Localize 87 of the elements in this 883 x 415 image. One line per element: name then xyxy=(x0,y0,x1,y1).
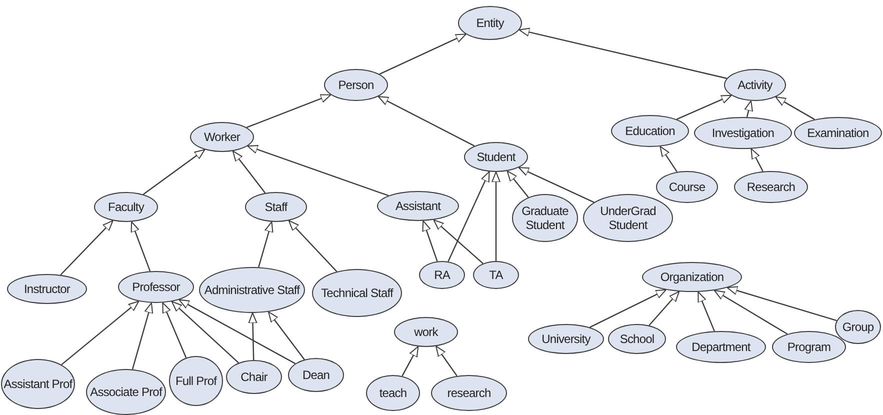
class-ellipse xyxy=(724,69,786,101)
class-ellipse xyxy=(366,375,420,411)
arrow xyxy=(433,219,484,264)
class-name: Full Prof xyxy=(175,374,217,388)
arrow xyxy=(422,220,438,262)
arrow xyxy=(492,172,500,261)
arrow xyxy=(436,346,458,376)
class-name: Student xyxy=(476,150,516,164)
class-ellipse xyxy=(656,171,718,203)
class-name: Dean xyxy=(302,368,330,382)
class-name: Entity xyxy=(476,16,504,30)
arrow xyxy=(648,291,680,326)
class-name: Assistant xyxy=(395,199,441,213)
class-name: UnderGrad Student xyxy=(599,204,657,232)
arrow xyxy=(268,311,305,360)
arrow xyxy=(248,312,258,360)
class-ellipse xyxy=(169,356,223,406)
arrow xyxy=(232,150,266,194)
arrow xyxy=(744,100,753,118)
class-name: Assistant Prof xyxy=(4,377,72,391)
class-name: Person xyxy=(338,78,374,92)
class-name: Department xyxy=(692,340,750,354)
arrow xyxy=(775,96,815,120)
class-name: Program xyxy=(787,340,831,354)
arrow xyxy=(506,170,529,198)
class-ellipse xyxy=(419,261,465,289)
arrow xyxy=(379,34,466,75)
class-ellipse xyxy=(190,122,254,152)
class-name: RA xyxy=(434,268,450,282)
arrow xyxy=(726,286,837,322)
arrow xyxy=(698,291,715,332)
class-ellipse xyxy=(86,369,166,415)
class-name: Education xyxy=(625,124,675,138)
class-name: University xyxy=(542,332,590,346)
arrow xyxy=(518,166,594,203)
arrow xyxy=(448,171,490,262)
class-name: Faculty xyxy=(108,200,144,214)
class-name: Examination xyxy=(807,126,869,140)
class-name: work xyxy=(414,325,438,339)
arrow xyxy=(246,94,332,128)
arrow xyxy=(590,289,666,328)
arrow xyxy=(378,96,475,146)
arrow xyxy=(132,302,154,370)
class-name: Activity xyxy=(738,78,772,92)
class-name: Instructor xyxy=(24,282,70,296)
class-name: research xyxy=(447,386,491,400)
class-name: Graduate Student xyxy=(520,204,570,232)
class-name: Research xyxy=(746,180,796,194)
class-name: Organization xyxy=(660,270,724,284)
arrow xyxy=(142,149,206,195)
arrow xyxy=(750,148,764,172)
arrow xyxy=(288,220,338,272)
class-name: Course xyxy=(668,180,706,194)
class-ellipse xyxy=(608,324,666,354)
class-ellipse xyxy=(288,358,344,392)
class-name: Associate Prof xyxy=(90,385,162,399)
arrow xyxy=(171,301,239,364)
arrow xyxy=(258,221,274,268)
class-ellipse xyxy=(226,360,282,394)
class-name: Professor xyxy=(132,280,180,294)
arrow xyxy=(518,28,727,79)
class-ellipse xyxy=(464,142,528,172)
class-name: Administrative Staff xyxy=(204,283,300,297)
class-ellipse xyxy=(835,310,881,344)
class-ellipse xyxy=(458,6,522,40)
arrow xyxy=(60,220,114,276)
arrow xyxy=(660,146,678,172)
class-name: Technical Staff xyxy=(321,286,393,300)
class-ellipse xyxy=(324,69,388,101)
class-name: TA xyxy=(489,268,503,282)
arrow xyxy=(402,346,419,376)
arrow xyxy=(178,299,296,364)
class-name: teach xyxy=(379,386,407,400)
arrow xyxy=(162,302,187,358)
class-name: Staff xyxy=(264,200,288,214)
class-name: Worker xyxy=(204,130,240,144)
class-name: Chair xyxy=(240,370,268,384)
arrow xyxy=(247,145,389,196)
arrow xyxy=(61,300,140,366)
class-ellipse xyxy=(512,194,578,242)
class-ellipse xyxy=(473,261,519,289)
class-name: Investigation xyxy=(712,126,774,140)
arrow xyxy=(714,290,788,335)
arrow xyxy=(676,94,732,120)
class-name: School xyxy=(620,332,654,346)
class-name: Group xyxy=(842,320,874,334)
arrow xyxy=(130,221,151,272)
